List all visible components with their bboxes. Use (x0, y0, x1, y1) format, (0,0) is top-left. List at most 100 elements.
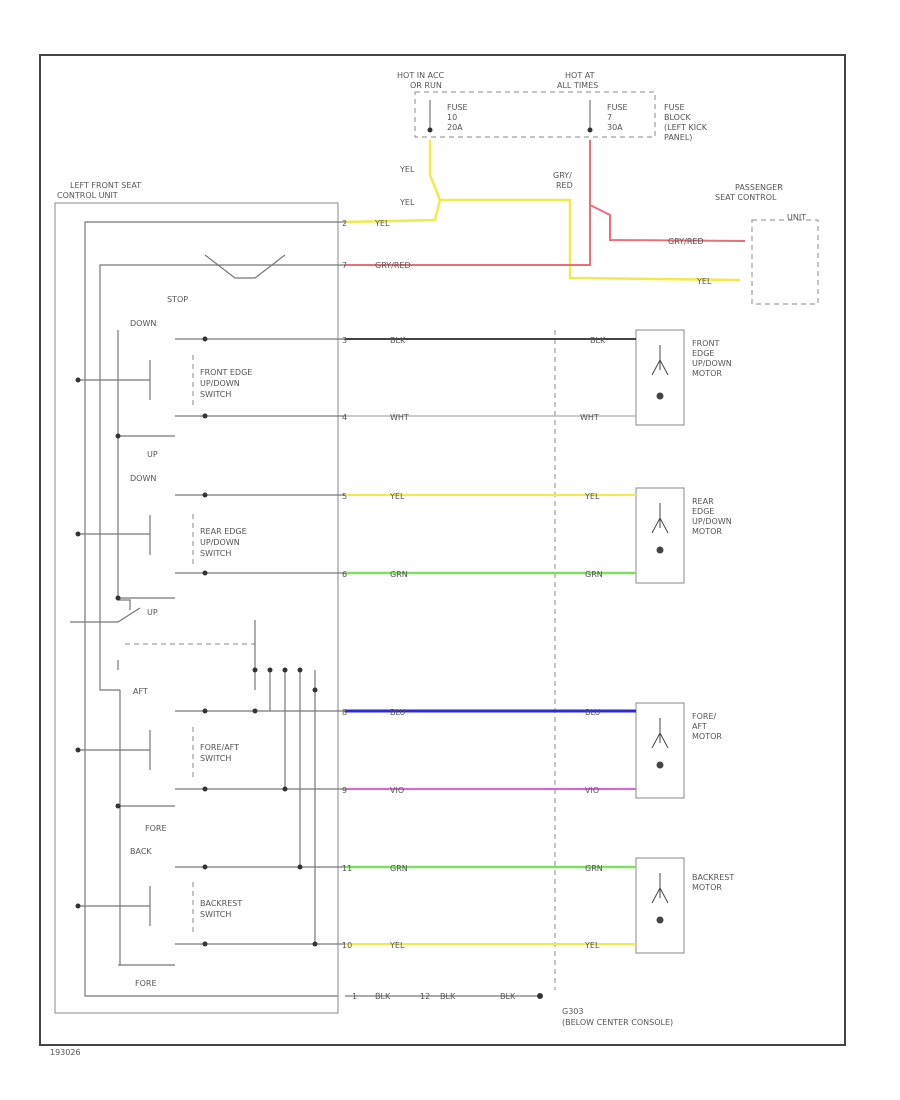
wire-wht-1: WHT (390, 413, 409, 422)
foreaft-motor-label-2: AFT (692, 722, 707, 731)
ground-label-1: G303 (562, 1007, 583, 1016)
fuse-a-label-2: 10 (447, 113, 457, 122)
wire-vio-1b: VIO (585, 786, 599, 795)
wire-gry-red-pass: GRY/RED (668, 237, 704, 246)
yel-feed-wire (344, 140, 741, 282)
passenger-seat-control-unit-box (751, 219, 819, 305)
pin-6: 6 (342, 570, 347, 579)
fore-label-1: FORE (145, 824, 167, 833)
wire-blk-1b: BLK (590, 336, 606, 345)
footer-code: 193026 (50, 1048, 81, 1057)
front-motor-label-2: EDGE (692, 349, 714, 358)
pin-10: 10 (342, 941, 352, 950)
rear-motor-label-3: UP/DOWN (692, 517, 732, 526)
left-unit-label-1: LEFT FRONT SEAT (70, 181, 141, 190)
front-switch-label-1: FRONT EDGE (200, 368, 252, 377)
hot-all-label-2: ALL TIMES (557, 81, 598, 90)
rear-edge-motor-box (635, 487, 685, 584)
fore-label-2: FORE (135, 979, 157, 988)
wire-yel-2: YEL (399, 198, 415, 207)
wire-blk-g2: BLK (440, 992, 456, 1001)
pin-11: 11 (342, 864, 352, 873)
pass-unit-label-3: UNIT (787, 213, 806, 222)
wire-blk-g1: BLK (375, 992, 391, 1001)
hot-run-label-1: HOT IN ACC (397, 71, 445, 80)
left-unit-label-2: CONTROL UNIT (57, 191, 118, 200)
wire-grn-2: GRN (390, 864, 408, 873)
up-label-1: UP (147, 450, 158, 459)
pin-3: 3 (342, 336, 347, 345)
pin-1: 1 (352, 992, 357, 1001)
foreaft-motor-label-3: MOTOR (692, 732, 722, 741)
red-feed-wire (345, 140, 746, 266)
wire-grn-2b: GRN (585, 864, 603, 873)
rear-motor-label-4: MOTOR (692, 527, 722, 536)
fuse-block-label-2: BLOCK (664, 113, 692, 122)
fuse-b-label-1: FUSE (607, 103, 628, 112)
wire-blk-1: BLK (390, 336, 406, 345)
wire-yel-4b: YEL (584, 492, 600, 501)
backrest-switch-label-2: SWITCH (200, 910, 231, 919)
front-edge-motor-box (635, 329, 685, 426)
stop-label: STOP (167, 295, 188, 304)
fuse-block-label-1: FUSE (664, 103, 685, 112)
wire-yel-5b: YEL (584, 941, 600, 950)
rear-switch-label-3: SWITCH (200, 549, 231, 558)
wire-yel-3: YEL (374, 219, 390, 228)
foreaft-motor-label-1: FORE/ (692, 712, 717, 721)
backrest-motor-label-1: BACKREST (692, 873, 734, 882)
rear-switch-label-2: UP/DOWN (200, 538, 240, 547)
pin-2: 2 (342, 219, 347, 228)
front-switch-label-3: SWITCH (200, 390, 231, 399)
pin-5: 5 (342, 492, 347, 501)
wire-gry-red-2: GRY/ (553, 171, 572, 180)
pin-12: 12 (420, 992, 430, 1001)
wire-grn-1b: GRN (585, 570, 603, 579)
wire-yel-4: YEL (389, 492, 405, 501)
wire-yel-pass: YEL (696, 277, 712, 286)
back-label: BACK (130, 847, 152, 856)
wire-gry-red-3: RED (556, 181, 573, 190)
diagram-frame (39, 54, 846, 1046)
rear-motor-label-2: EDGE (692, 507, 714, 516)
down-label-2: DOWN (130, 474, 156, 483)
wire-blu-1: BLU (390, 708, 406, 717)
backrest-motor-label-2: MOTOR (692, 883, 722, 892)
foreaft-switch-label-1: FORE/AFT (200, 743, 239, 752)
splice-dots (75, 127, 593, 999)
front-switch-label-2: UP/DOWN (200, 379, 240, 388)
foreaft-motor-box (635, 702, 685, 799)
pass-unit-label-2: SEAT CONTROL (715, 193, 777, 202)
wire-wht-1b: WHT (580, 413, 599, 422)
pin-4: 4 (342, 413, 347, 422)
fuse-b-label-3: 30A (607, 123, 623, 132)
left-seat-control-unit-box (54, 202, 339, 1014)
fuse-block-label-3: (LEFT KICK (664, 123, 708, 132)
wire-grn-red: GRY/RED (375, 261, 411, 270)
foreaft-switch-label-2: SWITCH (200, 754, 231, 763)
up-label-2: UP (147, 608, 158, 617)
fuse-a-label-1: FUSE (447, 103, 468, 112)
wire-yel-1: YEL (399, 165, 415, 174)
backrest-motor-box (635, 857, 685, 954)
fuse-b-label-2: 7 (607, 113, 612, 122)
wire-blk-g3: BLK (500, 992, 516, 1001)
pass-unit-label-1: PASSENGER (735, 183, 783, 192)
rear-motor-label-1: REAR (692, 497, 714, 506)
front-motor-label-3: UP/DOWN (692, 359, 732, 368)
front-motor-label-4: MOTOR (692, 369, 722, 378)
wire-yel-5: YEL (389, 941, 405, 950)
rear-switch-label-1: REAR EDGE (200, 527, 247, 536)
down-label-1: DOWN (130, 319, 156, 328)
fuse-block-box (414, 91, 656, 138)
ground-label-2: (BELOW CENTER CONSOLE) (562, 1018, 673, 1027)
front-motor-label-1: FRONT (692, 339, 719, 348)
wire-blu-1b: BLU (585, 708, 601, 717)
motor-symbols (651, 345, 669, 924)
internal-wiring (70, 221, 345, 997)
fuse-block-label-4: PANEL) (664, 133, 692, 142)
aft-label: AFT (133, 687, 148, 696)
hot-run-label-2: OR RUN (410, 81, 442, 90)
pin-9: 9 (342, 786, 347, 795)
